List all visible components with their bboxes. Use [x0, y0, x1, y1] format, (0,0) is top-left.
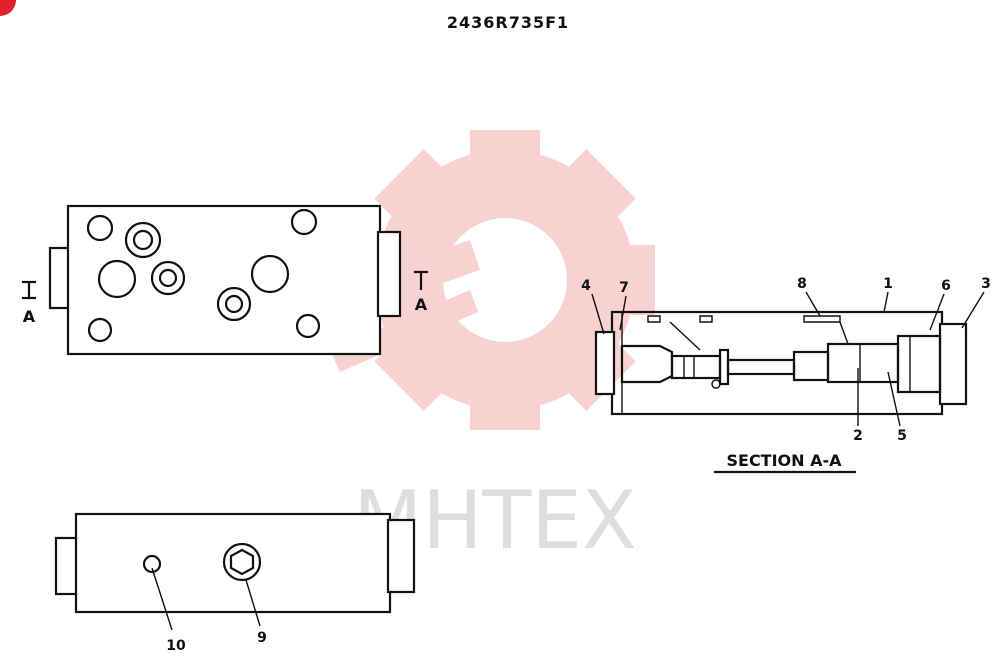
port-hole: [250, 254, 290, 294]
port-hole-inner: [158, 268, 178, 288]
callout-6: 6: [941, 278, 951, 294]
section-marker-label: A: [23, 307, 36, 326]
plug-outer: [222, 542, 262, 582]
callout-1: 1: [883, 276, 893, 292]
callout-9: 9: [257, 630, 267, 646]
drawing-number: 2436R735F1: [447, 13, 569, 32]
port-hole: [97, 259, 137, 299]
valve-body: [74, 512, 392, 614]
callout-2: 2: [853, 428, 863, 444]
port-hole-inner: [132, 229, 154, 251]
left-end-cap: [54, 536, 80, 596]
corner-mark: [0, 0, 16, 16]
port-hole-inner: [224, 294, 244, 314]
right-end-cap: [386, 518, 416, 594]
spool-stem: [670, 354, 722, 380]
leader-line: [151, 567, 173, 631]
port-hole: [290, 208, 318, 236]
callout-8: 8: [797, 276, 807, 292]
port-hole: [86, 214, 114, 242]
section-body-outline: [610, 310, 944, 416]
port-hole: [124, 221, 162, 259]
section-marker-label: A: [415, 295, 428, 314]
port-hole: [295, 313, 321, 339]
callout-3: 3: [981, 276, 991, 292]
port-hole: [87, 317, 113, 343]
valve-side-view: [54, 512, 416, 631]
callout-10: 10: [166, 638, 186, 654]
callout-4: 4: [581, 278, 591, 294]
callout-5: 5: [897, 428, 907, 444]
spool-shaft: [726, 358, 796, 376]
callout-7: 7: [619, 280, 629, 296]
port-hole: [216, 286, 252, 322]
port-hole: [142, 554, 162, 574]
piston: [826, 342, 900, 384]
right-end-cap: [376, 230, 402, 318]
leader-line: [245, 579, 261, 627]
section-marker-right: A: [414, 270, 428, 314]
valve-top-view: [48, 204, 402, 356]
port-hole: [150, 260, 186, 296]
section-a-a-view: [591, 291, 985, 427]
plug-hex: [229, 548, 255, 576]
right-plug: [938, 322, 968, 406]
section-title: SECTION A-A: [726, 451, 842, 470]
section-marker-left: A: [22, 280, 36, 326]
left-plug: [594, 330, 616, 396]
valve-body: [66, 204, 382, 356]
end-seat: [896, 334, 942, 394]
